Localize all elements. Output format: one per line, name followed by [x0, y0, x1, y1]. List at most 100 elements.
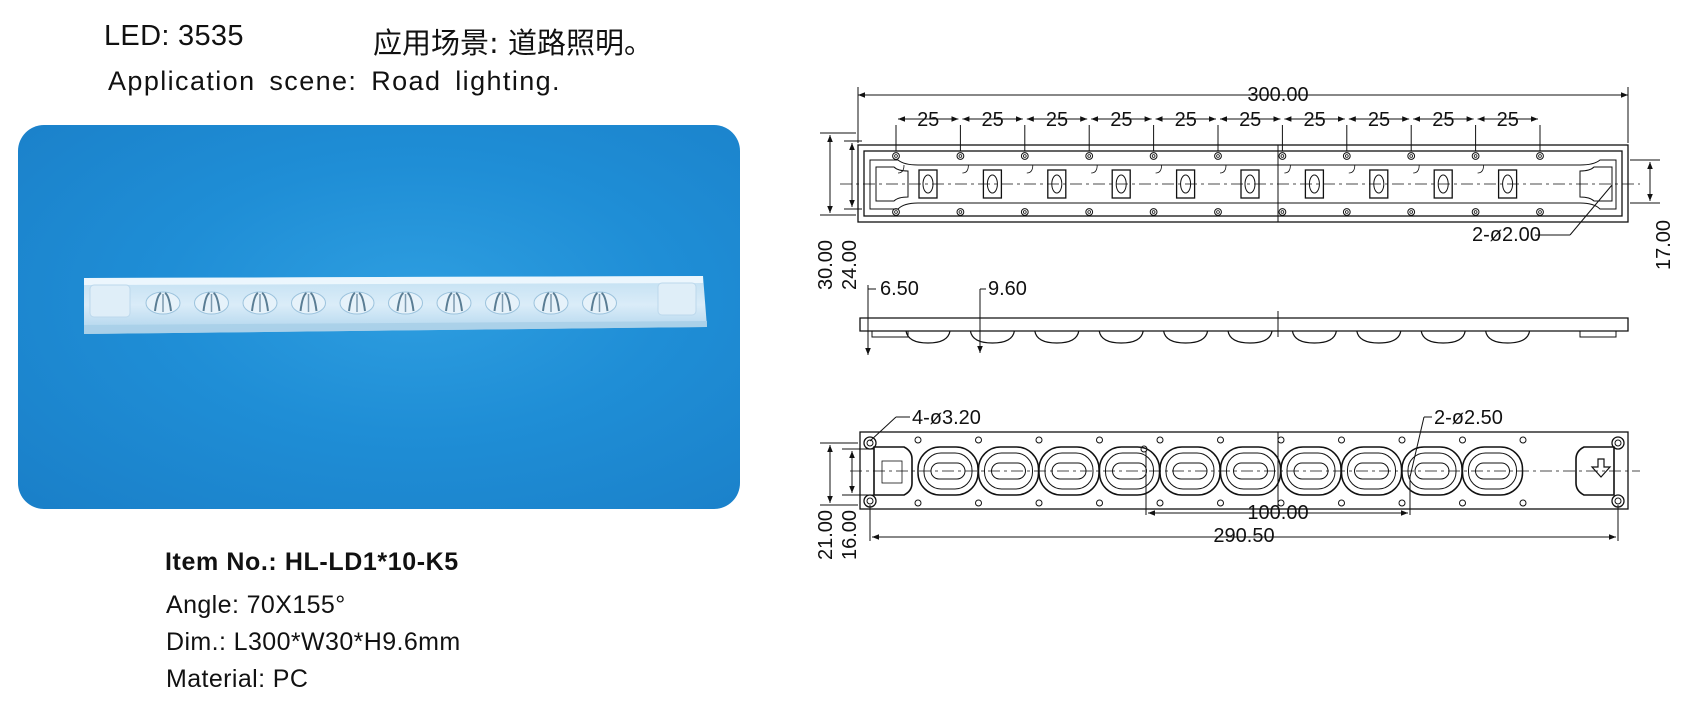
bottom-view [850, 431, 1640, 510]
side-view-lens-dome [1034, 330, 1080, 344]
dim-center-span: 100.00 [1247, 502, 1308, 524]
top-mounting-hole [956, 208, 965, 216]
bottom-edge-hole [1035, 436, 1043, 444]
photo-lens [436, 291, 472, 315]
top-view-lens [1284, 164, 1325, 199]
bottom-edge-hole [975, 436, 982, 444]
side-view-dimensions [865, 285, 986, 355]
top-mounting-hole [1536, 152, 1544, 160]
product-photo [18, 125, 740, 509]
side-view [859, 311, 1629, 344]
side-view-lens-dome [1098, 330, 1144, 344]
bottom-edge-hole [1338, 436, 1345, 444]
side-view-lens-dome [1227, 330, 1273, 344]
top-view-lens [1348, 164, 1389, 199]
bottom-edge-hole [1459, 499, 1466, 507]
top-mounting-hole [1471, 208, 1480, 216]
dim-pitch: 25 [1110, 109, 1132, 131]
dim-overall-length: 300.00 [1247, 85, 1308, 106]
top-view-dimensions [820, 87, 1660, 236]
photo-lens [582, 291, 617, 315]
side-view-lens-dome [905, 330, 951, 344]
side-view-lens-dome [1485, 330, 1531, 344]
top-view-lens [1477, 164, 1518, 199]
bottom-view-dimensions [820, 416, 1619, 541]
side-view-lens-dome [1420, 330, 1466, 344]
photo-lens [388, 291, 423, 315]
top-view-lens [1219, 164, 1260, 199]
top-mounting-hole [1342, 208, 1351, 216]
side-view-lens-dome [1356, 330, 1402, 344]
bottom-edge-hole [1519, 436, 1527, 444]
top-view-lens [1026, 164, 1067, 199]
dim-width-inner: 24.00 [839, 240, 861, 290]
dim-pitch: 25 [917, 109, 939, 131]
dim-height-outer: 21.00 [815, 510, 837, 560]
top-mounting-hole [1149, 208, 1158, 216]
top-mounting-hole [1085, 208, 1094, 216]
top-mounting-hole [1342, 152, 1351, 160]
bottom-edge-hole [1277, 499, 1285, 507]
top-view-lens [1091, 164, 1131, 199]
top-view-labels: 300.00 30.00 24.00 17.00 2-ø2.00 25 25 25 2… [815, 85, 1675, 290]
top-mounting-hole [1536, 208, 1544, 216]
top-view-outline [857, 144, 1629, 223]
dim-base-thickness: 6.50 [880, 278, 919, 300]
bottom-edge-hole [975, 499, 982, 507]
dim-pitch: 25 [1303, 109, 1325, 131]
top-view-lens [1413, 164, 1453, 199]
bottom-edge-hole [1035, 499, 1043, 507]
top-mounting-hole [1214, 208, 1222, 216]
dim-pitch: 25 [1239, 109, 1261, 131]
bottom-edge-hole [1338, 499, 1345, 507]
photo-lens [485, 291, 520, 315]
bottom-edge-hole [1398, 499, 1406, 507]
dim-width-outer: 30.00 [815, 240, 837, 290]
top-mounting-hole [1149, 152, 1158, 160]
top-mounting-hole [892, 208, 900, 216]
dim-hole-span: 290.50 [1213, 525, 1274, 547]
bottom-edge-hole [1519, 499, 1527, 507]
technical-drawing: 300.00 30.00 24.00 17.00 2-ø2.00 25 25 25 2… [815, 85, 1675, 560]
hole-callout-2-25: 2-ø2.50 [1434, 407, 1503, 429]
spec-material: Material: PC [166, 665, 309, 693]
hole-callout-2-2: 2-ø2.00 [1472, 224, 1541, 246]
top-view [840, 144, 1640, 223]
top-view-lens [962, 164, 1003, 199]
dim-pitch: 25 [1046, 109, 1068, 131]
top-mounting-hole [1278, 208, 1287, 216]
photo-lens [533, 291, 569, 315]
item-number: Item No.: HL-LD1*10-K5 [165, 548, 459, 576]
bottom-corner-hole [863, 436, 877, 450]
top-view-lens [897, 164, 938, 199]
photo-lens [194, 291, 229, 315]
top-mounting-hole [1407, 208, 1416, 216]
dim-pitch: 25 [1497, 109, 1519, 131]
photo-lens [242, 291, 278, 315]
dim-right-height: 17.00 [1653, 220, 1675, 270]
photo-lens [145, 291, 181, 315]
application-scene-english: Application scene: Road lighting. [108, 66, 561, 96]
top-mounting-hole [956, 152, 965, 160]
bottom-edge-hole [1459, 436, 1466, 444]
side-view-lens-dome [1291, 330, 1337, 344]
dim-pitch: 25 [981, 109, 1003, 131]
top-mounting-hole [1020, 208, 1029, 216]
top-mounting-hole [1471, 152, 1480, 160]
top-mounting-hole [1278, 152, 1287, 160]
bottom-edge-hole [1217, 436, 1224, 444]
bottom-edge-hole [1217, 499, 1224, 507]
dim-height-inner: 16.00 [839, 510, 861, 560]
side-view-lens-dome [969, 330, 1015, 344]
top-mounting-hole [1407, 152, 1416, 160]
dim-pitch: 25 [1368, 109, 1390, 131]
top-mounting-hole [1020, 152, 1029, 160]
bottom-edge-hole [914, 436, 922, 444]
bottom-edge-hole [1156, 499, 1164, 507]
spec-dimensions: Dim.: L300*W30*H9.6mm [166, 628, 461, 656]
bottom-edge-hole [1096, 499, 1103, 507]
bottom-edge-hole [1096, 436, 1103, 444]
dim-pitch: 25 [1175, 109, 1197, 131]
application-scene-chinese: 应用场景: 道路照明。 [373, 26, 653, 60]
bottom-edge-hole [1277, 436, 1285, 444]
